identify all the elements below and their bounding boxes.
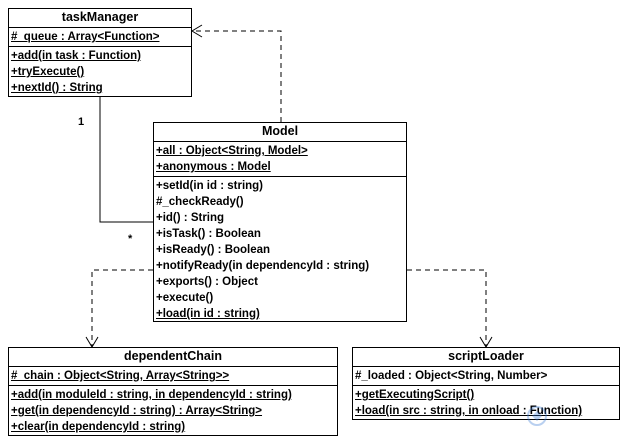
association-line bbox=[99, 97, 153, 223]
method: +get(in dependencyId : string) : Array<S… bbox=[11, 405, 263, 417]
class-taskmanager: taskManager #_queue : Array<Function> +a… bbox=[8, 8, 192, 97]
class-name: taskManager bbox=[9, 9, 191, 28]
attribute: #_queue : Array<Function> bbox=[11, 31, 160, 43]
logo-icon bbox=[527, 406, 547, 426]
method: +load(in id : string) bbox=[156, 308, 260, 320]
attributes-section: #_loaded : Object<String, Number> bbox=[353, 367, 619, 386]
attribute: +all : Object<String, Model> bbox=[156, 145, 308, 157]
class-name: dependentChain bbox=[9, 348, 337, 367]
multiplicity-many: * bbox=[128, 233, 133, 245]
attributes-section: #_chain : Object<String, Array<String>> bbox=[9, 367, 337, 386]
dependency-arrow-dependentchain bbox=[91, 269, 153, 347]
method: +isReady() : Boolean bbox=[156, 244, 271, 256]
methods-section: +add(in moduleId : string, in dependency… bbox=[9, 386, 337, 436]
class-name: scriptLoader bbox=[353, 348, 619, 367]
class-dependentchain: dependentChain #_chain : Object<String, … bbox=[8, 347, 338, 436]
class-model: Model +all : Object<String, Model> +anon… bbox=[153, 122, 407, 322]
method: +id() : String bbox=[156, 212, 225, 224]
dependency-arrow-scriptloader bbox=[407, 269, 487, 347]
methods-section: +getExecutingScript() +load(in src : str… bbox=[353, 386, 619, 420]
class-name: Model bbox=[154, 123, 406, 142]
method: +getExecutingScript() bbox=[355, 389, 475, 401]
attribute: #_loaded : Object<String, Number> bbox=[355, 370, 548, 382]
method: +tryExecute() bbox=[11, 66, 85, 78]
method: #_checkReady() bbox=[156, 196, 244, 208]
dependency-arrow-taskmanager bbox=[192, 30, 282, 122]
method: +isTask() : Boolean bbox=[156, 228, 261, 240]
method: +add(in moduleId : string, in dependency… bbox=[11, 389, 292, 401]
attributes-section: +all : Object<String, Model> +anonymous … bbox=[154, 142, 406, 177]
method: +notifyReady(in dependencyId : string) bbox=[156, 260, 370, 272]
method: +nextId() : String bbox=[11, 82, 103, 94]
methods-section: +add(in task : Function) +tryExecute() +… bbox=[9, 47, 191, 97]
method: +add(in task : Function) bbox=[11, 50, 142, 62]
class-scriptloader: scriptLoader #_loaded : Object<String, N… bbox=[352, 347, 620, 420]
attribute: #_chain : Object<String, Array<String>> bbox=[11, 370, 230, 382]
watermark-logo bbox=[525, 404, 625, 434]
method: +clear(in dependencyId : string) bbox=[11, 421, 186, 433]
method: +exports() : Object bbox=[156, 276, 258, 288]
arrowhead-taskmanager bbox=[191, 24, 203, 38]
methods-section: +setId(in id : string) #_checkReady() +i… bbox=[154, 177, 406, 323]
method: +setId(in id : string) bbox=[156, 180, 264, 192]
method: +load(in src : string, in onload : Funct… bbox=[355, 405, 583, 417]
attribute: +anonymous : Model bbox=[156, 161, 271, 173]
method: +execute() bbox=[156, 292, 214, 304]
multiplicity-one: 1 bbox=[78, 116, 85, 128]
attributes-section: #_queue : Array<Function> bbox=[9, 28, 191, 47]
